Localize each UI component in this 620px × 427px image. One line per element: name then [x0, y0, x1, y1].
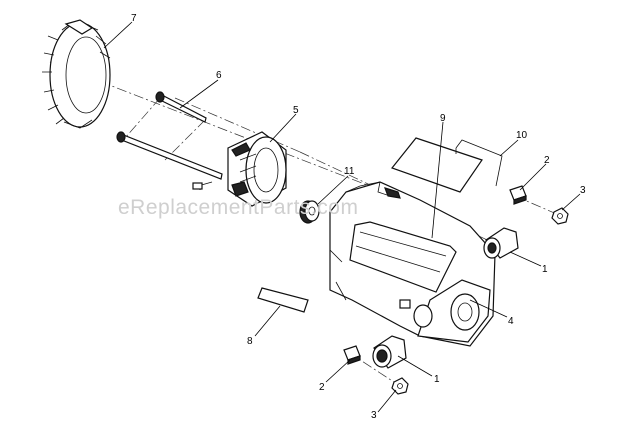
part-8-decal [257, 287, 309, 313]
callout-7: 7 [131, 13, 137, 24]
part-7-fan-cover [42, 19, 111, 129]
part-2-terminal-lower [343, 345, 361, 365]
callout-2-upper: 2 [544, 155, 550, 166]
part-1-outlet-upper [483, 227, 519, 259]
leader-lines [103, 21, 581, 413]
callout-9: 9 [440, 113, 446, 124]
part-3-nut-upper [551, 207, 569, 225]
part-2-terminal-upper [509, 185, 527, 205]
callout-1-upper: 1 [542, 264, 548, 275]
callout-11: 11 [344, 166, 355, 177]
part-10-wire [455, 139, 503, 187]
part-5-stator [192, 131, 287, 207]
part-1-outlet-lower [372, 335, 407, 369]
part-4-housing [329, 181, 496, 347]
part-11-bearing [299, 200, 320, 224]
callout-6: 6 [216, 70, 222, 81]
callout-4: 4 [508, 316, 514, 327]
callouts: 7 6 5 11 9 10 2 3 1 4 8 2 1 3 [131, 13, 586, 421]
callout-3-lower: 3 [371, 410, 377, 421]
part-6-through-bolts [116, 91, 223, 180]
centerlines [49, 61, 567, 387]
callout-1-lower: 1 [434, 374, 440, 385]
callout-5: 5 [293, 105, 299, 116]
callout-8: 8 [247, 336, 253, 347]
watermark: eReplacementParts.com [118, 196, 358, 219]
callout-3-upper: 3 [580, 185, 586, 196]
callout-2-lower: 2 [319, 382, 325, 393]
callout-10: 10 [516, 130, 528, 141]
